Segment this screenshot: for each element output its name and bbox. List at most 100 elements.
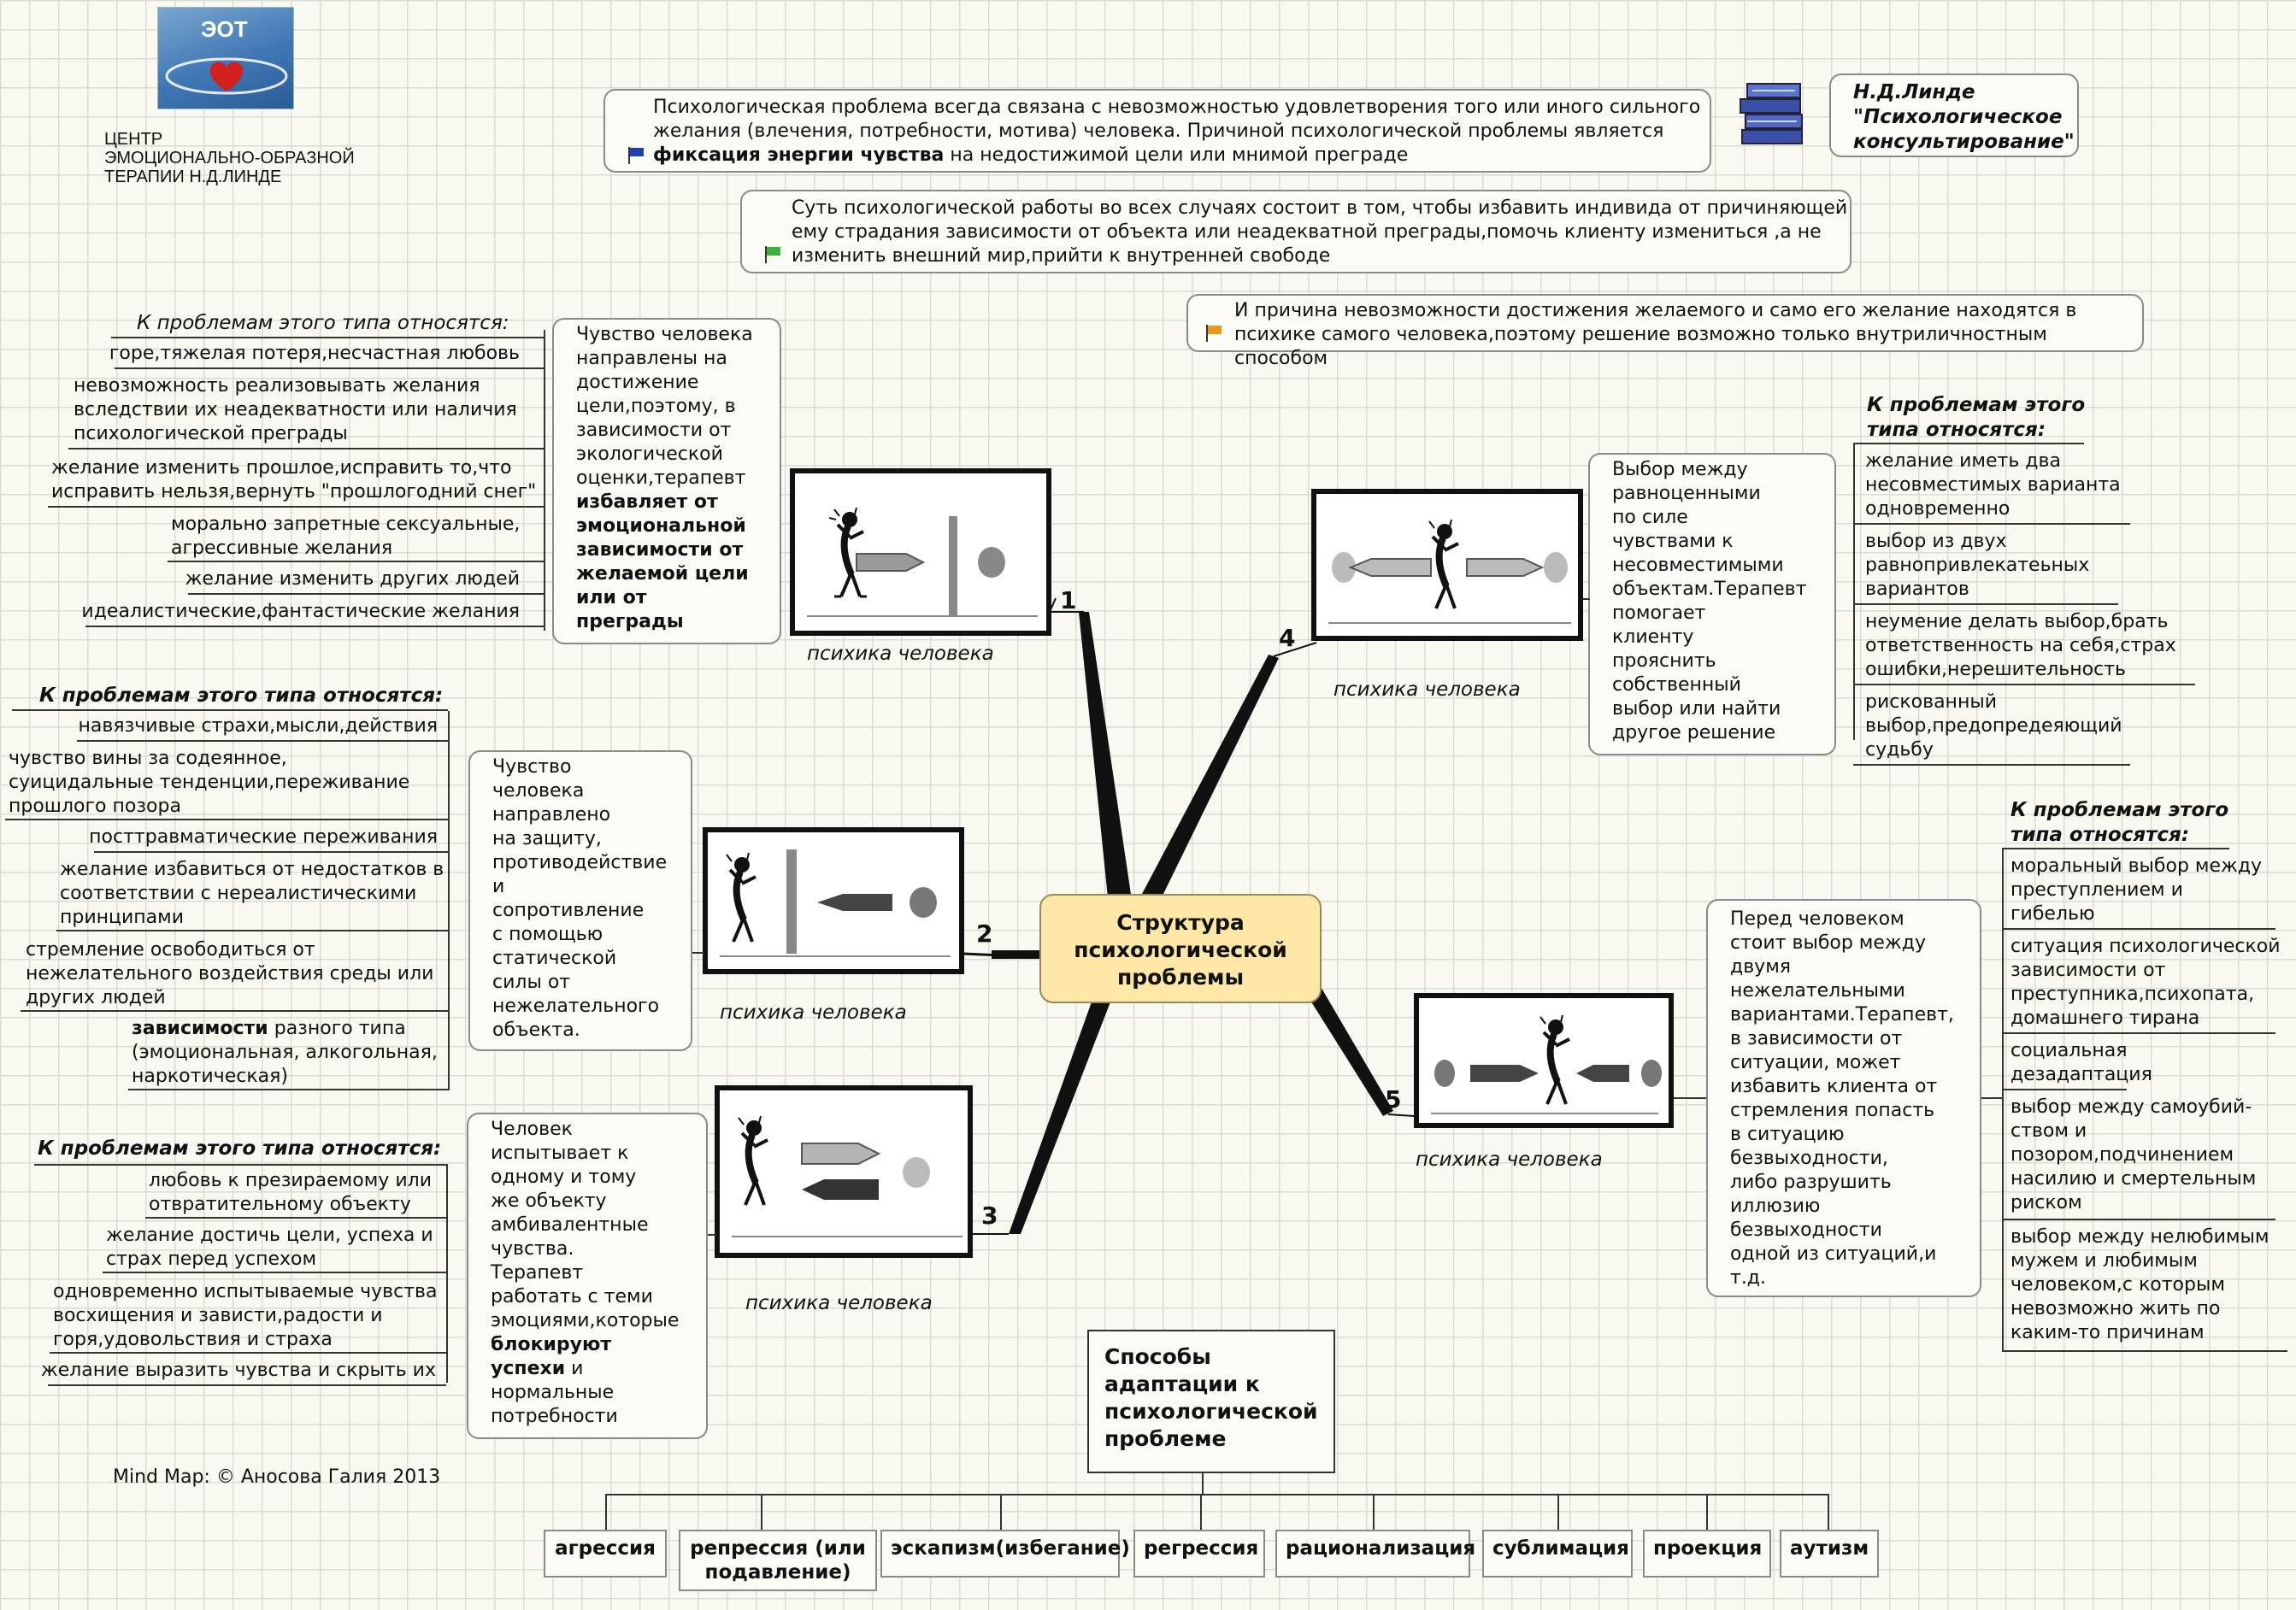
- heart-icon: [165, 57, 288, 95]
- item-line: мужем и любимым: [2010, 1250, 2198, 1272]
- desc-line-bold: зависимости от: [576, 539, 744, 561]
- desc-line: зависимости от: [576, 420, 732, 441]
- item-line: соответствии с нереалистическими: [60, 883, 417, 904]
- branch5-picture: [1414, 993, 1674, 1128]
- connector: [708, 1234, 716, 1236]
- item-underline: [68, 448, 544, 450]
- branch3-heading: К проблемам этого типа относятся:: [38, 1137, 442, 1160]
- desc-line: Чувство: [492, 756, 572, 778]
- adaptation-escapism[interactable]: эскапизм(избегание): [880, 1530, 1130, 1578]
- branch2-number: 2: [976, 920, 993, 948]
- adaptation-title-line: Способы: [1104, 1344, 1211, 1369]
- tree-line: [1706, 1494, 1708, 1530]
- branch1-picture: [790, 468, 1051, 636]
- desc-line: нежелательного: [492, 996, 660, 1017]
- desc-line: одной из ситуаций,и: [1730, 1243, 1937, 1265]
- note-inner-cause: И причина невозможности достижения желае…: [1186, 294, 2144, 369]
- desc-line: на защиту,: [492, 828, 602, 849]
- branch4-heading-underline: [1853, 443, 2084, 444]
- note-line: фиксация энергии чувства на недостижимой…: [653, 144, 1710, 167]
- branch3-item-1: любовь к презираемому или отвратительном…: [149, 1169, 432, 1217]
- branch3-bracket: [446, 1164, 448, 1383]
- item-line: (эмоциональная, алкогольная,: [132, 1042, 438, 1063]
- book-title: "Психологическое: [1853, 106, 2063, 128]
- item-underline: [48, 506, 544, 508]
- books-icon: [1740, 83, 1803, 144]
- branch2-bracket: [448, 711, 450, 1090]
- desc-line: цели,поэтому, в: [576, 396, 736, 417]
- item-line: ошибки,нерешительность: [1865, 659, 2126, 680]
- tree-line: [1202, 1473, 1204, 1494]
- desc-line: помогает: [1612, 602, 1706, 624]
- desc-text: и: [565, 1358, 584, 1379]
- desc-line: в ситуацию: [1730, 1124, 1845, 1145]
- adaptation-title-box[interactable]: Способы адаптации к психологической проб…: [1087, 1330, 1335, 1473]
- item-line: любовь к презираемому или: [149, 1170, 432, 1191]
- item-underline: [2002, 1089, 2127, 1090]
- tree-line: [1828, 1494, 1829, 1530]
- note-line: И причина невозможности достижения желае…: [1234, 300, 2077, 321]
- branch2-picture: [703, 827, 964, 974]
- desc-line: объектам.Терапевт: [1612, 579, 1807, 600]
- item-underline: [1853, 603, 2118, 605]
- item-underline: [50, 1352, 446, 1354]
- item-underline: [168, 561, 544, 562]
- item-line: желание изменить прошлое,исправить то,чт…: [51, 457, 512, 479]
- branch3-picture: [715, 1085, 973, 1258]
- item-line: желание изменить других людей: [185, 568, 520, 590]
- item-underline: [77, 740, 448, 742]
- branch1-item-5: желание изменить других людей: [185, 567, 520, 591]
- branch1-psyche-label: психика человека: [807, 643, 994, 665]
- tree-line: [1000, 1494, 1002, 1530]
- adaptation-autism[interactable]: аутизм: [1780, 1530, 1879, 1578]
- desc-line: работать с теми: [491, 1286, 653, 1307]
- desc-line: безвыходности,: [1730, 1148, 1888, 1169]
- adaptation-regression[interactable]: регрессия: [1133, 1530, 1265, 1578]
- item-line: желание достичь цели, успеха и: [106, 1225, 433, 1246]
- adaptation-projection[interactable]: проекция: [1643, 1530, 1771, 1578]
- item-underline: [103, 1272, 446, 1273]
- connector: [1583, 598, 1590, 600]
- branch3-number: 3: [981, 1202, 998, 1230]
- item-line: социальная: [2010, 1040, 2128, 1061]
- adaptation-aggression[interactable]: агрессия: [544, 1530, 667, 1578]
- central-topic[interactable]: Структура психологической проблемы: [1039, 894, 1322, 1003]
- desc-line: равноценными: [1612, 483, 1761, 504]
- branch3-heading-underline: [34, 1164, 446, 1166]
- desc-line-bold: блокируют: [491, 1334, 612, 1355]
- branch2-item-4: желание избавиться от недостатков в соот…: [60, 858, 444, 930]
- desc-line: статической: [492, 948, 617, 969]
- item-line: горе,тяжелая потеря,несчастная любовь: [109, 343, 520, 364]
- desc-line: нормальные: [491, 1382, 615, 1403]
- branch5-item-3: социальная дезадаптация: [2010, 1039, 2152, 1087]
- adaptation-repression[interactable]: репрессия (или подавление): [679, 1530, 877, 1591]
- tree-line: [1200, 1494, 1202, 1530]
- item-text: разного типа: [268, 1018, 406, 1039]
- item-underline: [85, 626, 544, 627]
- adaptation-sublimation[interactable]: сублимация: [1482, 1530, 1633, 1578]
- item-line: человеком,с которым: [2010, 1274, 2225, 1296]
- item-line: гибелью: [2010, 903, 2095, 925]
- item-line: нежелательного воздействия среды или: [26, 963, 434, 984]
- branch4-picture: [1311, 489, 1583, 641]
- item-line: наркотическая): [132, 1066, 288, 1087]
- desc-line: по силе: [1612, 507, 1688, 528]
- desc-line: достижение: [576, 372, 699, 393]
- note-line: Психологическая проблема всегда связана …: [653, 97, 1701, 118]
- branch2-item-1: навязчивые страхи,мысли,действия: [79, 714, 438, 738]
- adaptation-rationalization[interactable]: рационализация: [1275, 1530, 1475, 1578]
- item-bold: зависимости: [132, 1018, 268, 1039]
- item-underline: [2002, 1350, 2287, 1352]
- heading-line: К проблемам этого: [2010, 799, 2229, 821]
- blue-flag-icon: [628, 147, 644, 164]
- heading-line: типа относятся:: [2010, 824, 2190, 846]
- desc-line-bold: избавляет от: [576, 491, 718, 513]
- note-line: психике самого человека,поэтому решение …: [1234, 324, 2047, 369]
- branch1-description: Чувство человека направлены на достижени…: [552, 318, 781, 644]
- note-work-essence: Суть психологической работы во всех случ…: [740, 190, 1852, 273]
- item-line: морально запретные сексуальные,: [171, 514, 521, 535]
- item-line: позором,подчинением: [2010, 1144, 2234, 1166]
- adaptation-title-line: адаптации к: [1104, 1372, 1260, 1396]
- item-line: дезадаптация: [2010, 1064, 2152, 1085]
- item-line: отвратительному объекту: [149, 1194, 411, 1215]
